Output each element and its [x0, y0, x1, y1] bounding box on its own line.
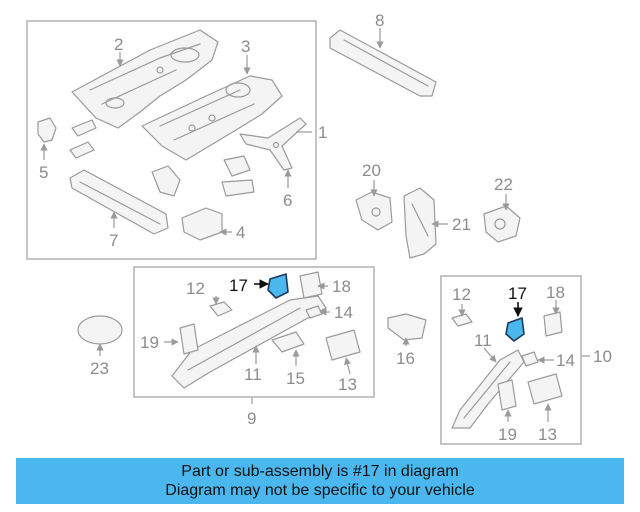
- part-11b-side-member[interactable]: [451, 349, 525, 429]
- label-part-23: 23: [90, 359, 109, 378]
- label-part-18b: 18: [546, 283, 565, 302]
- label-part-17a: 17: [229, 276, 248, 295]
- part-15-bracket[interactable]: [271, 331, 305, 353]
- label-part-19b: 19: [498, 425, 517, 444]
- label-part-9: 9: [247, 409, 256, 428]
- label-part-1: 1: [318, 123, 327, 142]
- info-banner: Part or sub-assembly is #17 in diagram D…: [16, 458, 624, 504]
- part-23-plug[interactable]: [77, 315, 123, 345]
- part-19b-bracket[interactable]: [497, 379, 517, 411]
- label-part-12b: 12: [452, 285, 471, 304]
- part-12a-bracket[interactable]: [209, 301, 233, 317]
- label-part-14a: 14: [334, 303, 353, 322]
- label-part-6: 6: [283, 191, 292, 210]
- label-part-22: 22: [494, 175, 513, 194]
- label-part-8: 8: [375, 11, 384, 30]
- part-5-bracket[interactable]: [37, 117, 97, 159]
- part-20-bracket[interactable]: [355, 191, 393, 231]
- label-part-3: 3: [241, 37, 250, 56]
- label-part-16: 16: [396, 349, 415, 368]
- part-18a-bracket[interactable]: [299, 271, 323, 299]
- banner-line-1: Part or sub-assembly is #17 in diagram: [181, 463, 459, 480]
- label-part-11b: 11: [474, 331, 492, 350]
- part-7-side-member[interactable]: [69, 169, 169, 235]
- part-middle-brackets[interactable]: [151, 155, 255, 197]
- label-part-18a: 18: [332, 277, 351, 296]
- label-part-4: 4: [236, 223, 245, 242]
- part-17b-highlighted[interactable]: [505, 317, 525, 342]
- label-part-5: 5: [39, 163, 48, 182]
- label-part-19a: 19: [140, 333, 159, 352]
- group-box-10: [440, 275, 582, 445]
- label-part-12a: 12: [186, 279, 205, 298]
- label-part-15: 15: [286, 369, 305, 388]
- part-17a-highlighted[interactable]: [267, 273, 289, 299]
- part-6-crossmember-bracket[interactable]: [239, 117, 307, 171]
- group-box-1: [26, 20, 317, 260]
- part-14b-clip[interactable]: [521, 351, 539, 367]
- label-part-2: 2: [114, 35, 123, 54]
- label-part-17b: 17: [508, 284, 527, 303]
- label-part-13a: 13: [338, 375, 357, 394]
- label-part-14b: 14: [556, 351, 575, 370]
- label-part-11a: 11: [244, 365, 262, 384]
- part-3-rear-floor-panel[interactable]: [141, 75, 283, 161]
- part-19a-bracket[interactable]: [179, 323, 199, 355]
- label-part-10: 10: [593, 347, 612, 366]
- part-16-bracket[interactable]: [387, 313, 427, 341]
- part-11a-side-member[interactable]: [171, 295, 327, 389]
- label-part-21: 21: [452, 215, 471, 234]
- part-8-crossmember[interactable]: [329, 29, 437, 97]
- part-4-bracket[interactable]: [181, 207, 223, 241]
- leader-lines: [40, 28, 590, 422]
- leader-lines-17: [254, 279, 523, 317]
- banner-line-2: Diagram may not be specific to your vehi…: [165, 482, 475, 499]
- part-22-plate[interactable]: [483, 205, 521, 243]
- part-13b-bracket[interactable]: [527, 373, 563, 405]
- part-21-reinforcement[interactable]: [403, 187, 437, 259]
- part-2-front-floor-panel[interactable]: [71, 29, 219, 129]
- part-13a-bracket[interactable]: [325, 329, 361, 361]
- group-box-9: [133, 266, 375, 398]
- label-part-13b: 13: [538, 425, 557, 444]
- label-part-20: 20: [362, 161, 381, 180]
- label-part-7: 7: [109, 231, 118, 250]
- part-18b-bracket[interactable]: [543, 311, 563, 337]
